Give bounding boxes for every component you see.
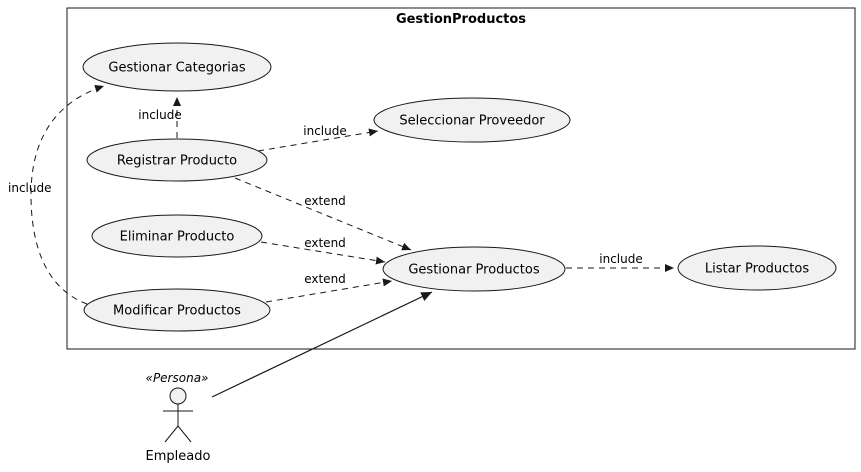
- actor-stereotype: «Persona»: [146, 371, 209, 385]
- edge-eliminar-to-gestionar-line: [260, 241, 386, 265]
- usecase-gestionar-categorias-shape: [82, 42, 272, 92]
- usecase-listar-productos-label: Listar Productos: [705, 262, 809, 277]
- edge-registrar-to-gestionar-line: [234, 177, 412, 251]
- edge-registrar-to-categorias-label: include: [138, 108, 181, 122]
- edge-empleado-to-gestionar-line: [211, 291, 433, 398]
- edge-modificar-to-gestionar-label: extend: [304, 272, 346, 286]
- usecase-eliminar-producto-shape: [91, 214, 263, 258]
- edge-registrar-to-gestionar: extend: [234, 177, 412, 251]
- usecase-gestionar-productos-label: Gestionar Productos: [408, 263, 540, 278]
- edge-eliminar-to-gestionar: extend: [260, 236, 386, 265]
- actor-leg-right: [177, 425, 192, 443]
- actor-head: [169, 387, 187, 405]
- edge-registrar-to-proveedor: include: [257, 124, 379, 152]
- actor-empleado[interactable]: «Persona» Empleado: [146, 371, 211, 464]
- usecase-seleccionar-proveedor-shape: [373, 97, 571, 143]
- usecase-gestionar-productos-shape: [382, 246, 566, 292]
- edge-gestionar-to-listar: include: [566, 252, 674, 272]
- system-title: GestionProductos: [396, 12, 526, 27]
- edge-gestionar-to-listar-label: include: [599, 252, 642, 266]
- usecase-registrar-producto-label: Registrar Producto: [117, 154, 237, 169]
- edge-registrar-to-proveedor-label: include: [303, 124, 346, 138]
- edge-modificar-to-gestionar: extend: [265, 272, 393, 303]
- actor-name: Empleado: [146, 449, 211, 464]
- usecase-gestionar-productos[interactable]: Gestionar Productos: [382, 246, 566, 292]
- usecase-listar-productos-shape: [677, 245, 837, 291]
- edge-empleado-to-gestionar: [211, 291, 433, 398]
- system-boundary: [66, 7, 856, 350]
- usecase-eliminar-producto-label: Eliminar Producto: [120, 230, 235, 245]
- usecase-eliminar-producto[interactable]: Eliminar Producto: [91, 214, 263, 258]
- usecase-modificar-productos-label: Modificar Productos: [113, 304, 241, 319]
- edge-eliminar-to-gestionar-label: extend: [304, 236, 346, 250]
- usecase-listar-productos[interactable]: Listar Productos: [677, 245, 837, 291]
- actor-leg-left: [164, 425, 179, 443]
- usecase-modificar-productos[interactable]: Modificar Productos: [83, 288, 271, 332]
- edge-modificar-to-categorias: include: [8, 85, 105, 305]
- edge-modificar-to-categorias-label: include: [8, 181, 51, 195]
- edge-registrar-to-categorias: include: [138, 97, 182, 138]
- usecase-modificar-productos-shape: [83, 288, 271, 332]
- edge-registrar-to-proveedor-line: [257, 128, 379, 152]
- usecase-gestionar-categorias[interactable]: Gestionar Categorias: [82, 42, 272, 92]
- usecase-seleccionar-proveedor[interactable]: Seleccionar Proveedor: [373, 97, 571, 143]
- usecase-registrar-producto-shape: [86, 138, 268, 182]
- edge-registrar-to-gestionar-label: extend: [304, 194, 346, 208]
- usecase-seleccionar-proveedor-label: Seleccionar Proveedor: [399, 114, 545, 129]
- usecase-registrar-producto[interactable]: Registrar Producto: [86, 138, 268, 182]
- usecase-gestionar-categorias-label: Gestionar Categorias: [108, 61, 245, 76]
